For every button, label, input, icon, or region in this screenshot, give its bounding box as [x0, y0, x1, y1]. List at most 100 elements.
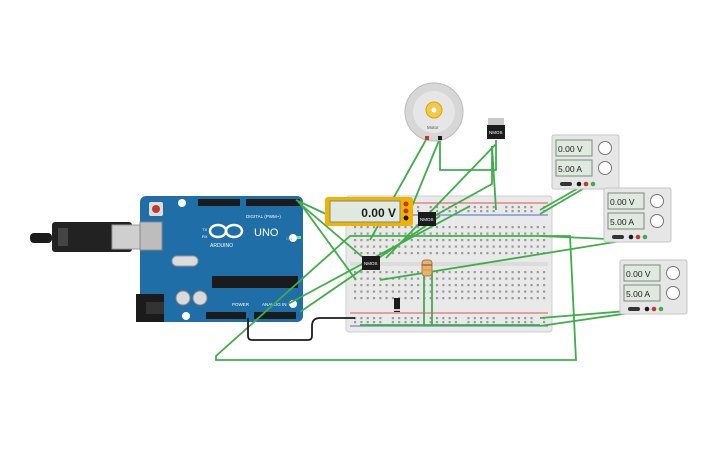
- breadboard-hole[interactable]: [360, 245, 363, 248]
- breadboard-hole[interactable]: [473, 277, 476, 280]
- resistor[interactable]: [421, 259, 433, 277]
- breadboard-hole[interactable]: [417, 271, 420, 274]
- breadboard-hole[interactable]: [498, 271, 502, 274]
- breadboard-hole[interactable]: [454, 271, 457, 274]
- power-switch[interactable]: [612, 235, 624, 239]
- breadboard-hole[interactable]: [448, 317, 451, 320]
- transistor-top[interactable]: NMOS: [487, 118, 505, 139]
- motor-terminal[interactable]: [438, 136, 442, 140]
- breadboard-hole[interactable]: [480, 226, 483, 229]
- breadboard-hole[interactable]: [385, 297, 388, 300]
- breadboard-hole[interactable]: [486, 245, 489, 248]
- breadboard-hole[interactable]: [492, 206, 495, 209]
- breadboard-hole[interactable]: [354, 271, 357, 274]
- breadboard-hole[interactable]: [442, 277, 445, 280]
- breadboard-hole[interactable]: [435, 252, 439, 255]
- breadboard-hole[interactable]: [398, 226, 401, 229]
- breadboard-hole[interactable]: [398, 290, 401, 293]
- breadboard-hole[interactable]: [473, 252, 476, 255]
- breadboard-hole[interactable]: [404, 226, 407, 229]
- breadboard-hole[interactable]: [505, 271, 508, 274]
- breadboard-hole[interactable]: [385, 232, 388, 235]
- breadboard-hole[interactable]: [448, 271, 451, 274]
- breadboard-hole[interactable]: [410, 321, 413, 324]
- breadboard-hole[interactable]: [360, 321, 363, 324]
- breadboard-hole[interactable]: [366, 284, 369, 287]
- breadboard-hole[interactable]: [511, 321, 514, 324]
- transistor-left[interactable]: NMOS: [362, 256, 380, 270]
- breadboard-hole[interactable]: [354, 290, 357, 293]
- breadboard-hole[interactable]: [517, 271, 520, 274]
- breadboard-hole[interactable]: [473, 317, 476, 320]
- breadboard-hole[interactable]: [473, 210, 476, 213]
- breadboard-hole[interactable]: [536, 271, 539, 274]
- breadboard-hole[interactable]: [492, 321, 495, 324]
- power-switch[interactable]: [560, 182, 572, 186]
- breadboard-hole[interactable]: [536, 245, 539, 248]
- terminal-ground[interactable]: [658, 306, 664, 312]
- breadboard-hole[interactable]: [366, 290, 369, 293]
- breadboard-hole[interactable]: [442, 245, 445, 248]
- breadboard-hole[interactable]: [360, 277, 363, 280]
- breadboard-hole[interactable]: [448, 232, 451, 235]
- breadboard-hole[interactable]: [372, 271, 376, 274]
- terminal-negative[interactable]: [644, 306, 650, 312]
- breadboard-hole[interactable]: [423, 239, 426, 242]
- breadboard-hole[interactable]: [505, 239, 508, 242]
- terminal-ground[interactable]: [642, 234, 648, 240]
- breadboard-hole[interactable]: [486, 290, 489, 293]
- breadboard-hole[interactable]: [398, 277, 401, 280]
- breadboard-hole[interactable]: [467, 245, 470, 248]
- breadboard-hole[interactable]: [530, 317, 533, 320]
- multimeter-probe-negative[interactable]: [403, 215, 409, 221]
- terminal-ground[interactable]: [590, 181, 596, 187]
- breadboard-hole[interactable]: [536, 290, 539, 293]
- breadboard-hole[interactable]: [410, 245, 413, 248]
- breadboard-hole[interactable]: [448, 210, 451, 213]
- breadboard-hole[interactable]: [517, 239, 520, 242]
- breadboard-hole[interactable]: [517, 284, 520, 287]
- breadboard-hole[interactable]: [366, 245, 369, 248]
- breadboard-hole[interactable]: [385, 226, 388, 229]
- breadboard-hole[interactable]: [404, 277, 407, 280]
- breadboard-hole[interactable]: [505, 232, 508, 235]
- breadboard-hole[interactable]: [492, 277, 495, 280]
- breadboard-hole[interactable]: [417, 206, 420, 209]
- breadboard-hole[interactable]: [543, 245, 546, 248]
- breadboard-hole[interactable]: [486, 277, 489, 280]
- breadboard-hole[interactable]: [524, 297, 527, 300]
- breadboard-hole[interactable]: [480, 271, 483, 274]
- breadboard-hole[interactable]: [391, 252, 394, 255]
- breadboard-hole[interactable]: [467, 210, 470, 213]
- breadboard-hole[interactable]: [372, 317, 376, 320]
- breadboard-hole[interactable]: [404, 252, 407, 255]
- breadboard-hole[interactable]: [511, 290, 514, 293]
- breadboard-hole[interactable]: [486, 210, 489, 213]
- breadboard-hole[interactable]: [454, 206, 457, 209]
- breadboard-hole[interactable]: [391, 232, 394, 235]
- breadboard-hole[interactable]: [385, 239, 388, 242]
- power-supply-2[interactable]: 0.00 V 5.00 A: [603, 187, 672, 243]
- breadboard-hole[interactable]: [391, 271, 394, 274]
- breadboard-hole[interactable]: [423, 245, 426, 248]
- breadboard-hole[interactable]: [417, 290, 420, 293]
- breadboard-hole[interactable]: [435, 317, 439, 320]
- breadboard-hole[interactable]: [524, 206, 527, 209]
- current-knob[interactable]: [598, 161, 612, 175]
- breadboard-hole[interactable]: [391, 226, 394, 229]
- breadboard-hole[interactable]: [391, 297, 394, 300]
- breadboard-hole[interactable]: [429, 290, 432, 293]
- breadboard-hole[interactable]: [360, 271, 363, 274]
- breadboard-hole[interactable]: [372, 284, 376, 287]
- terminal-positive[interactable]: [651, 306, 657, 312]
- breadboard-hole[interactable]: [410, 232, 413, 235]
- breadboard-hole[interactable]: [461, 271, 464, 274]
- breadboard-hole[interactable]: [505, 206, 508, 209]
- breadboard-hole[interactable]: [354, 317, 357, 320]
- breadboard-hole[interactable]: [461, 226, 464, 229]
- breadboard-hole[interactable]: [372, 226, 376, 229]
- breadboard-hole[interactable]: [492, 317, 495, 320]
- breadboard-hole[interactable]: [410, 317, 413, 320]
- breadboard-hole[interactable]: [536, 297, 539, 300]
